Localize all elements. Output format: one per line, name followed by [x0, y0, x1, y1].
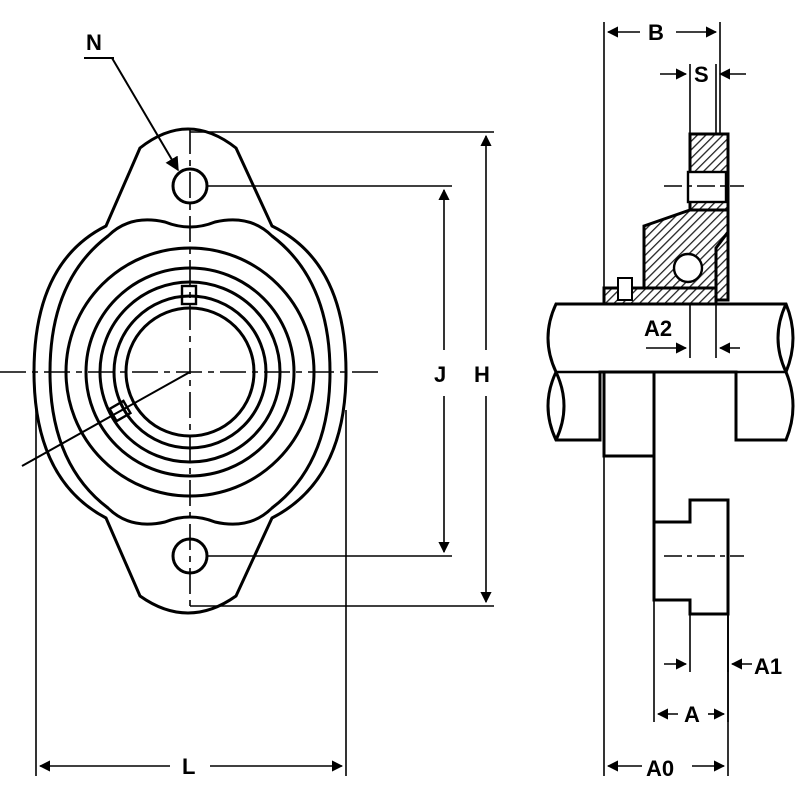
label-s: S: [694, 62, 709, 87]
side-centerlines: [664, 185, 744, 557]
shaft-break-left: [554, 371, 566, 441]
label-a1: A1: [754, 654, 782, 679]
dim-j: [206, 185, 452, 557]
flange-outline: [32, 127, 348, 615]
front-centerlines: [0, 128, 380, 612]
label-a0: A0: [646, 756, 674, 781]
label-a: A: [684, 702, 700, 727]
dim-h: [190, 131, 494, 607]
side-view: [546, 132, 795, 616]
label-b: B: [648, 20, 664, 45]
label-j: J: [434, 362, 446, 387]
ball: [672, 252, 704, 284]
set-screw-side: [617, 277, 633, 301]
label-l: L: [182, 754, 195, 779]
dim-a2: [646, 304, 740, 358]
n-leader: [84, 57, 179, 172]
housing-lower: [602, 370, 730, 616]
label-n: N: [86, 30, 102, 55]
bore-leader: [21, 371, 191, 467]
bolt-upper: [686, 170, 728, 204]
dim-l: [35, 410, 347, 776]
dim-a1: [664, 614, 752, 672]
label-h: H: [474, 362, 490, 387]
label-a2: A2: [644, 316, 672, 341]
dim-a0: [603, 456, 729, 776]
set-screw-top: [180, 284, 198, 306]
shaft-break-right: [776, 303, 788, 373]
dim-s: [660, 64, 746, 134]
flange-shoulder: [48, 218, 332, 526]
